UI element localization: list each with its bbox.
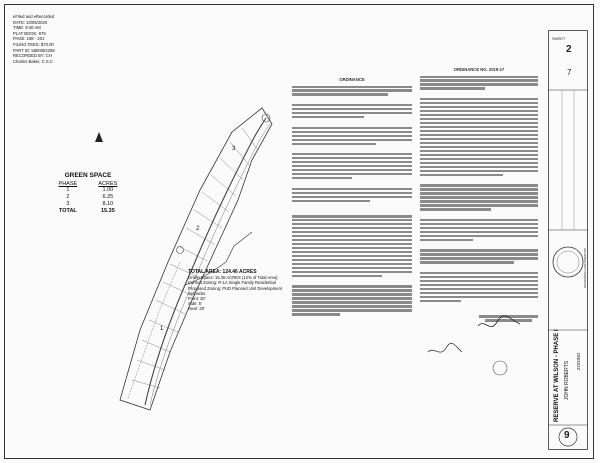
recording-stamp: eFiled and eRecorded DATE: 10/05/2020 TI… xyxy=(13,14,85,64)
title-block: SHEET 2 7 RESERVE AT WILSON - PHASE I JO… xyxy=(548,30,588,450)
total-value: 15.35 xyxy=(100,208,115,214)
signature-mark xyxy=(427,342,463,353)
stamp-line: eFiled and eRecorded xyxy=(13,14,55,19)
sheet-total: 7 xyxy=(567,68,572,77)
ordinance-column-2: ORDINANCE NO. 2019-17 xyxy=(420,67,538,323)
north-arrow-icon xyxy=(95,132,103,142)
surveyor-seal xyxy=(552,246,584,278)
sheet-label: SHEET xyxy=(552,36,566,41)
phase-label: 1 xyxy=(160,326,164,332)
stamp-line: RECORDED BY: CH xyxy=(13,53,52,59)
phase-label: 2 xyxy=(196,226,200,232)
phase-label: 3 xyxy=(232,146,236,152)
signature-mark xyxy=(477,315,521,327)
stamp-line: PLAT BOOK: 879 xyxy=(13,30,46,36)
total-label: TOTAL xyxy=(58,208,77,214)
area-line: Rear: 20' xyxy=(188,306,205,312)
column-header: ACRES xyxy=(98,181,118,187)
sheet-number: 2 xyxy=(566,44,572,55)
stamp-line: DATE: 10/05/2020 xyxy=(13,19,48,25)
stamp-line: Charles Baker, C.S.C xyxy=(13,58,53,64)
cul-de-sac xyxy=(261,113,271,123)
stamp-line: FILING FEES: $70.00 xyxy=(13,41,54,47)
phase-cell: 2 xyxy=(66,194,70,200)
sheet-index-circle xyxy=(558,427,578,447)
green-space-title: GREEN SPACE xyxy=(64,172,112,179)
table-row: 3 8.10 xyxy=(48,201,128,208)
ordinance-column-1: ORDINANCE xyxy=(292,77,412,317)
road-edge xyxy=(149,123,271,406)
table-total-row: TOTAL 15.35 xyxy=(48,208,128,215)
table-row: 1 1.00 xyxy=(48,187,128,194)
stamp-line: PART ID: 5800002298 xyxy=(13,47,55,53)
road-centerline xyxy=(144,117,267,406)
phase-cell: 3 xyxy=(66,201,70,207)
owner-name: JOHN ROBERTS xyxy=(564,360,570,400)
stamp-line: PAGE: 198 - 201 xyxy=(13,36,45,42)
acres-cell: 8.10 xyxy=(102,201,114,207)
stamp-line: TIME: 8:40 AM xyxy=(13,25,41,31)
area-heading: TOTAL AREA: 124.46 ACRES xyxy=(188,269,257,275)
parcel-boundary xyxy=(119,107,273,411)
seal-text: REGISTERED LAND SURVEYOR xyxy=(584,248,587,288)
sheet-border xyxy=(4,4,594,459)
table-row: 2 6.25 xyxy=(48,194,128,201)
area-line: Proposed Zoning: PUD Planned Unit Develo… xyxy=(188,285,283,291)
area-line: Green Space: 15.35 ACRES (12% of Total A… xyxy=(188,275,278,281)
acres-cell: 6.25 xyxy=(102,194,114,200)
area-line: Current Zoning: R-1A Single Family Resid… xyxy=(188,280,276,286)
column-header: PHASE xyxy=(58,181,78,187)
acres-cell: 1.00 xyxy=(102,187,114,193)
green-space-table: GREEN SPACE PHASE ACRES 1 1.00 2 6.25 3 … xyxy=(48,172,128,215)
cul-de-sac xyxy=(176,246,184,254)
area-summary: TOTAL AREA: 124.46 ACRES Green Space: 15… xyxy=(188,269,298,312)
area-line: Front: 20' xyxy=(188,296,206,302)
ordinance-number: ORDINANCE NO. 2019-17 xyxy=(453,67,505,72)
area-line: Setbacks xyxy=(188,290,206,296)
ordinance-heading: ORDINANCE xyxy=(339,77,365,82)
plan-label: ZONING xyxy=(576,352,581,371)
city-seal xyxy=(492,360,508,376)
branch-road xyxy=(184,231,253,286)
title-block-frame xyxy=(548,30,588,450)
phase-cell: 1 xyxy=(66,187,70,193)
creek-line xyxy=(127,261,181,399)
sheet-index-number: 9 xyxy=(564,430,570,441)
area-line: Side: 5' xyxy=(188,301,202,307)
project-title: RESERVE AT WILSON - PHASE I xyxy=(554,329,560,422)
